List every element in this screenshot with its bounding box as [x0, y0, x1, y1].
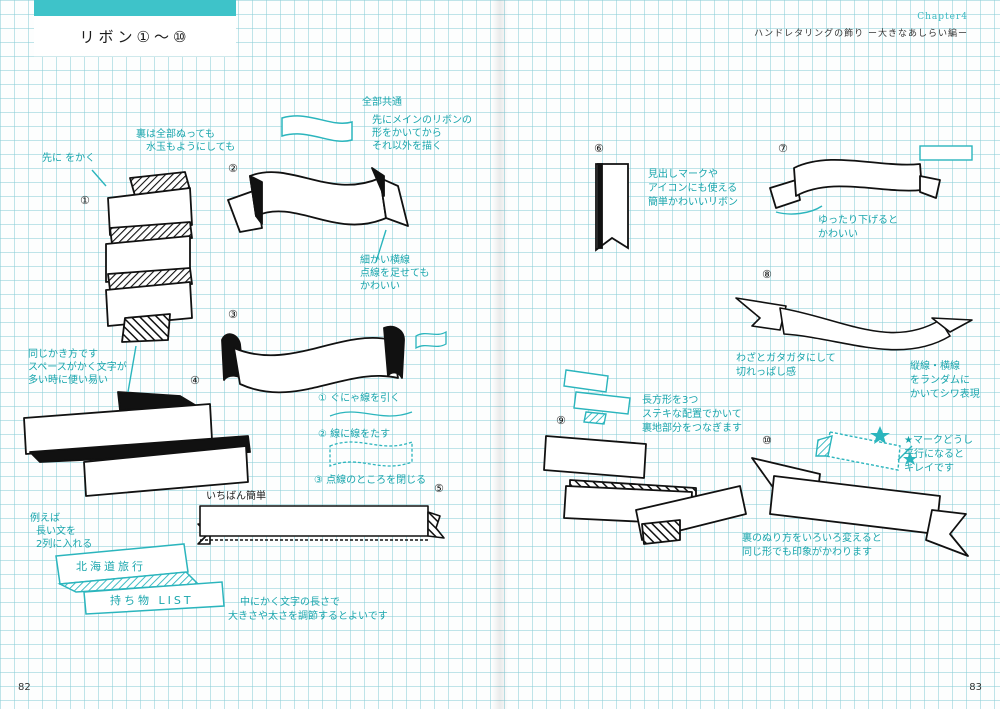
note-thin-3: かわいい — [360, 281, 400, 292]
note-star-1: ★マークどうし — [904, 435, 973, 446]
note-common-1: 先にメインのリボンの — [372, 115, 472, 126]
label-1: ① — [80, 194, 90, 207]
note-wrinkle-3: かいてシワ表現 — [910, 389, 980, 400]
note-rect-2: ステキな配置でかいて — [642, 409, 742, 420]
ribbon-6 — [595, 163, 629, 252]
note-same-3: 多い時に便い易い — [28, 375, 108, 386]
sample-ribbon-1 — [281, 115, 353, 142]
ribbon-2 — [227, 167, 409, 233]
note-step-1: ① ぐにゃ線を引く — [318, 393, 401, 404]
note-same-1: 同じかき方です — [28, 349, 98, 360]
note-heading-2: アイコンにも使える — [648, 183, 738, 194]
ribbon-9 — [543, 435, 747, 545]
ribbon-4 — [23, 391, 251, 497]
page-title: リボン①～⑩ — [79, 27, 191, 46]
note-example-2: 長い文を — [36, 526, 76, 537]
label-2: ② — [228, 162, 238, 175]
label-6: ⑥ — [594, 142, 604, 155]
note-swing-2: かわいい — [818, 229, 858, 240]
label-9: ⑨ — [556, 414, 566, 427]
title-accent-bar — [34, 0, 236, 16]
note-example-1: 例えば — [30, 513, 60, 524]
ribbon-3 — [221, 325, 405, 394]
note-rect-3: 裏地部分をつなぎます — [642, 423, 742, 434]
note-fill-1: 裏のぬり方をいろいろ変えると — [742, 533, 882, 544]
note-length-2: 大きさや太さを調節するとよいです — [228, 611, 388, 622]
note-rect-1: 長方形を3つ — [642, 395, 699, 406]
star-icon — [903, 452, 917, 465]
note-step-2: ② 線に線をたす — [318, 429, 391, 440]
ribbon-10 — [751, 457, 969, 557]
note-star-3: キレイです — [904, 463, 954, 474]
ribbon-1 — [105, 171, 193, 343]
label-4: ④ — [190, 374, 200, 387]
label-3: ③ — [228, 308, 238, 321]
note-rough-2: 切れっぱし感 — [736, 367, 796, 378]
banner-text-hokkaido: 北海道旅行 — [76, 560, 146, 573]
step-ribbons — [329, 330, 447, 467]
note-back-1: 裏は全部ぬっても — [136, 129, 215, 140]
note-swing-1: ゆったり下げると — [818, 215, 898, 226]
note-heading-1: 見出しマークや — [648, 169, 718, 180]
title-box: リボン①～⑩ — [34, 16, 236, 57]
note-step-3: ③ 点線のところを閉じる — [314, 475, 427, 486]
banner-text-list: 持ち物 LIST — [110, 594, 194, 607]
note-thin-1: 細かい横線 — [360, 255, 410, 266]
ribbon-8 — [735, 297, 973, 351]
note-fill-2: 同じ形でも印象がかわります — [742, 547, 872, 558]
page-gutter — [492, 0, 508, 709]
star-icon — [870, 426, 890, 444]
teal-rectangles — [563, 369, 631, 425]
note-common-2: 形をかいてから — [372, 128, 442, 139]
label-7: ⑦ — [778, 142, 788, 155]
page-number-left: 82 — [18, 682, 31, 693]
note-heading-3: 簡単かわいいリボン — [648, 197, 738, 208]
note-first-draw: 先に をかく — [42, 153, 96, 164]
note-rough-1: わざとガタガタにして — [736, 353, 836, 364]
note-wrinkle-1: 縦線・横線 — [910, 361, 960, 372]
sample-ribbon-7 — [919, 145, 973, 161]
page-number-right: 83 — [969, 682, 982, 693]
teal-ribbon-10 — [815, 431, 901, 471]
note-thin-2: 点線を足せても — [360, 268, 430, 279]
chapter-subtitle: ハンドレタリングの飾り ー大きなあしらい編ー — [754, 29, 968, 39]
label-5: ⑤ — [434, 482, 444, 495]
label-10: ⑩ — [762, 434, 772, 447]
teal-arrows — [91, 169, 913, 461]
note-example-3: 2列に入れる — [36, 539, 93, 550]
note-easiest: いちばん簡単 — [206, 491, 266, 502]
chapter-label: Chapter4 — [917, 12, 968, 22]
note-wrinkle-2: をランダムに — [910, 375, 970, 386]
note-common-3: それ以外を描く — [372, 141, 442, 152]
ribbon-7 — [769, 158, 941, 209]
note-length-1: 中にかく文字の長さで — [240, 597, 340, 608]
note-same-2: スペースがかく文字が — [28, 362, 127, 373]
note-star-2: 平行になると — [904, 449, 964, 460]
note-common-heading: 全部共通 — [362, 97, 402, 108]
note-back-2: 水玉もようにしても — [146, 142, 236, 153]
teal-banners — [55, 543, 225, 615]
label-8: ⑧ — [762, 268, 772, 281]
ribbon-5 — [197, 505, 445, 545]
